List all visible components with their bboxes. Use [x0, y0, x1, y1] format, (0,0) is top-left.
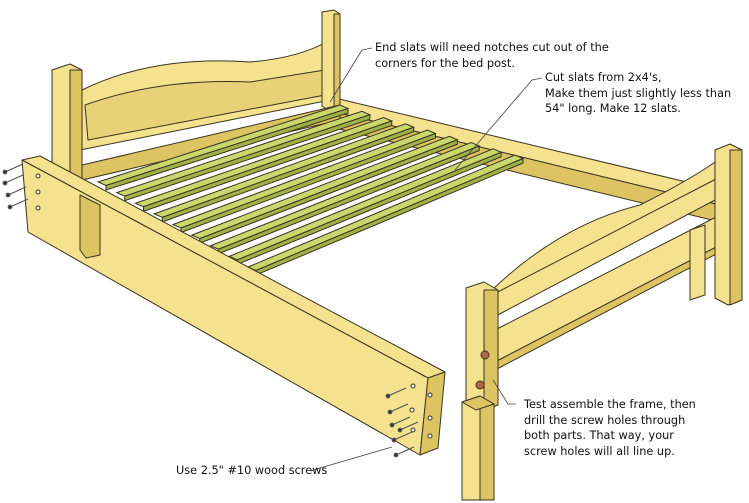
note-line: Cut slats from 2x4's, [545, 71, 662, 84]
wood-screws [2, 163, 419, 458]
screw-head [387, 409, 393, 415]
note-line: 54" long. Make 12 slats. [545, 102, 681, 115]
footboard-top [491, 159, 719, 296]
note-line: corners for the bed post. [375, 56, 515, 70]
note-screws: Use 2.5" #10 wood screws [176, 463, 327, 479]
screw [7, 186, 27, 196]
screw-head [385, 393, 391, 399]
slat-edge [143, 120, 393, 212]
screw-head [397, 427, 403, 433]
screw-head [7, 204, 13, 210]
note-line: both parts. That way, your [524, 429, 674, 442]
note-line: Use 2.5" #10 wood screws [176, 464, 328, 477]
note-end-slats: End slats will need notches cut out of t… [375, 40, 609, 71]
screw-hole [480, 350, 490, 360]
screw [399, 421, 419, 431]
screw-head [391, 437, 397, 443]
slat-edge [161, 126, 415, 223]
screw [395, 446, 415, 456]
note-test-assemble: Test assemble the frame, then drill the … [524, 397, 696, 459]
note-line: Test assemble the frame, then [524, 398, 696, 411]
note-line: drill the screw holes through [524, 413, 686, 427]
slat-edge [124, 114, 371, 202]
note-cut-slats: Cut slats from 2x4's, Make them just sli… [545, 70, 731, 117]
screw [9, 198, 29, 208]
note-line: screw holes will all line up. [524, 444, 675, 458]
screw-head [2, 180, 8, 186]
screw-head [5, 192, 11, 198]
note-line: Make them just slightly less than [545, 86, 732, 100]
screw [393, 431, 413, 441]
screw-head [389, 422, 395, 428]
slat-edge [105, 107, 349, 191]
screw [391, 416, 411, 426]
screw [387, 387, 407, 397]
screw-hole [475, 380, 485, 390]
screw [389, 403, 409, 413]
screw [4, 163, 24, 173]
screw-head [2, 169, 8, 175]
screw-head [393, 452, 399, 458]
note-line: End slats will need notches cut out of t… [375, 41, 609, 54]
screw [4, 174, 24, 184]
slats [96, 104, 525, 276]
